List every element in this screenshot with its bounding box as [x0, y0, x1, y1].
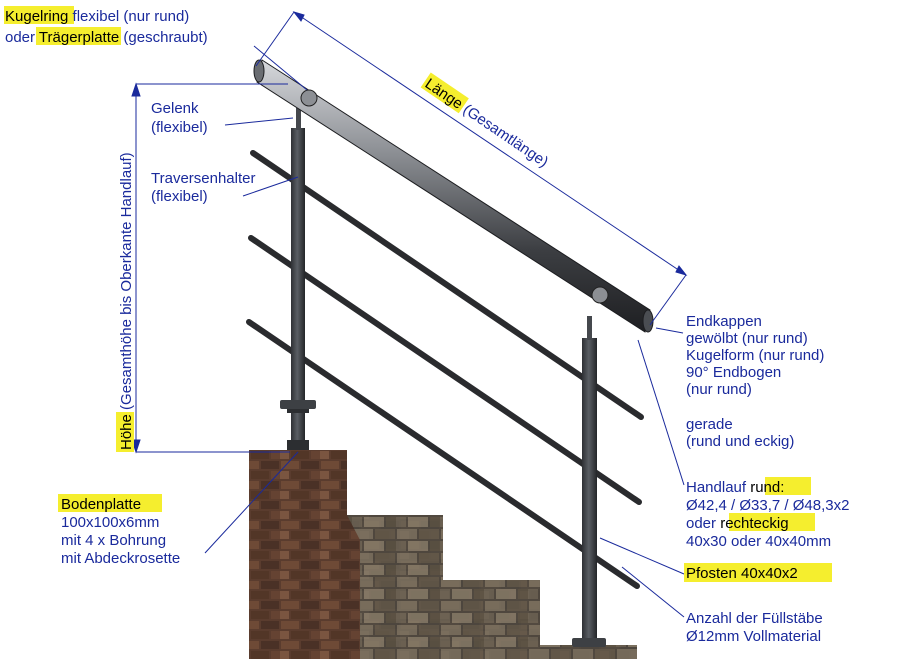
label-gelenk: Gelenk (flexibel) — [151, 100, 208, 136]
infill-bar-3 — [246, 319, 640, 589]
stair-wall — [249, 450, 637, 659]
infill-bar-2 — [248, 235, 642, 505]
svg-text:oder rechteckig: oder rechteckig — [686, 515, 789, 532]
svg-text:Ø42,4 / Ø33,7 / Ø48,3x2: Ø42,4 / Ø33,7 / Ø48,3x2 — [686, 497, 849, 514]
label-handlauf: Handlauf rund: Ø42,4 / Ø33,7 / Ø48,3x2 o… — [686, 477, 849, 550]
label-traversenhalter: Traversenhalter (flexibel) — [151, 170, 256, 205]
svg-text:gewölbt (nur rund): gewölbt (nur rund) — [686, 330, 808, 347]
svg-text:100x100x6mm: 100x100x6mm — [61, 514, 159, 531]
svg-text:(flexibel): (flexibel) — [151, 119, 208, 136]
infill-bar-1 — [250, 150, 644, 420]
svg-text:Endkappen: Endkappen — [686, 313, 762, 330]
post-left — [280, 108, 316, 450]
svg-text:(flexibel): (flexibel) — [151, 188, 208, 205]
infill-bars — [246, 150, 644, 589]
ball-joint-bottom — [591, 286, 609, 304]
label-gerade: gerade (rund und eckig) — [686, 416, 794, 450]
svg-text:Ø12mm Vollmaterial: Ø12mm Vollmaterial — [686, 628, 821, 645]
label-kugelring: Kugelring flexibel (nur rund) oder Träge… — [4, 6, 208, 46]
stair-stone-face — [347, 515, 637, 659]
svg-text:gerade: gerade — [686, 416, 733, 433]
svg-text:90° Endbogen: 90° Endbogen — [686, 364, 781, 381]
handrail — [253, 59, 654, 333]
svg-text:Pfosten 40x40x2: Pfosten 40x40x2 — [686, 565, 798, 582]
svg-text:mit Abdeckrosette: mit Abdeckrosette — [61, 550, 180, 567]
length-dim-line — [293, 11, 687, 276]
svg-text:Länge (Gesamtlänge): Länge (Gesamtlänge) — [422, 75, 552, 171]
label-laenge: Länge (Gesamtlänge) — [420, 72, 552, 171]
svg-text:mit 4 x Bohrung: mit 4 x Bohrung — [61, 532, 166, 549]
label-fuellstaebe: Anzahl der Füllstäbe Ø12mm Vollmaterial — [686, 610, 823, 645]
dimension-lines — [131, 11, 688, 618]
handrail-endcap-top — [253, 59, 265, 83]
svg-text:Gelenk: Gelenk — [151, 100, 199, 117]
label-pfosten: Pfosten 40x40x2 — [684, 563, 832, 582]
svg-text:Bodenplatte: Bodenplatte — [61, 496, 141, 513]
ball-joint-top — [300, 89, 318, 107]
post-right — [572, 316, 606, 647]
handrail-endcap-bottom — [642, 309, 654, 333]
svg-text:Kugelring flexibel (nur rund): Kugelring flexibel (nur rund) — [5, 8, 189, 25]
svg-text:oder Trägerplatte (geschraubt): oder Trägerplatte (geschraubt) — [5, 29, 208, 46]
svg-text:Traversenhalter: Traversenhalter — [151, 170, 256, 187]
label-hoehe: Höhe (Gesamthöhe bis Oberkante Handlauf) — [116, 152, 135, 452]
svg-text:Höhe (Gesamthöhe bis Oberkante: Höhe (Gesamthöhe bis Oberkante Handlauf) — [118, 152, 135, 450]
svg-text:Handlauf rund:: Handlauf rund: — [686, 479, 784, 496]
svg-text:Anzahl der Füllstäbe: Anzahl der Füllstäbe — [686, 610, 823, 627]
svg-text:(rund und eckig): (rund und eckig) — [686, 433, 794, 450]
svg-text:40x30 oder 40x40mm: 40x30 oder 40x40mm — [686, 533, 831, 550]
svg-text:(nur rund): (nur rund) — [686, 381, 752, 398]
label-bodenplatte: Bodenplatte 100x100x6mm mit 4 x Bohrung … — [58, 494, 180, 567]
label-endkappen: Endkappen gewölbt (nur rund) Kugelform (… — [686, 313, 824, 398]
svg-text:Kugelform (nur rund): Kugelform (nur rund) — [686, 347, 824, 364]
